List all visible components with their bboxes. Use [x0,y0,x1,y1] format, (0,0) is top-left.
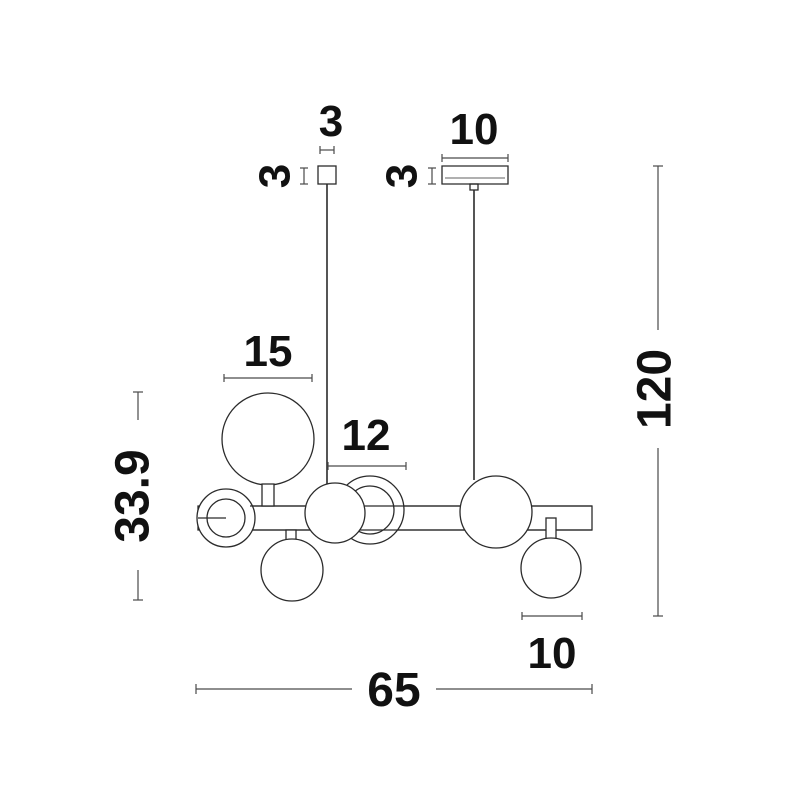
medium-globe-left [304,482,366,544]
label-large-globe: 15 [244,327,293,376]
large-globe-stem [261,483,275,507]
medium-globe-right [459,475,533,549]
label-large-canopy-width: 10 [450,105,499,154]
dimension-lines [133,146,663,694]
label-body-height: 33.9 [107,449,160,542]
large-globe [221,392,315,486]
label-total-width: 65 [367,664,420,717]
large-canopy [441,165,509,185]
label-small-canopy-width: 3 [319,97,343,146]
small-globe-right [520,537,582,599]
label-small-globe: 10 [528,629,577,678]
small-globe-left [260,538,324,602]
large-canopy-connector [469,183,479,191]
lamp-body [196,165,593,602]
lower-right-globe-stem [545,517,557,541]
small-canopy [317,165,337,185]
dimension-labels: 3 3 10 3 15 12 10 65 120 33.9 [107,97,682,717]
label-medium-globe: 12 [342,411,391,460]
label-small-canopy-height: 3 [251,164,300,188]
label-total-height: 120 [629,349,682,429]
label-large-canopy-height: 3 [378,164,427,188]
